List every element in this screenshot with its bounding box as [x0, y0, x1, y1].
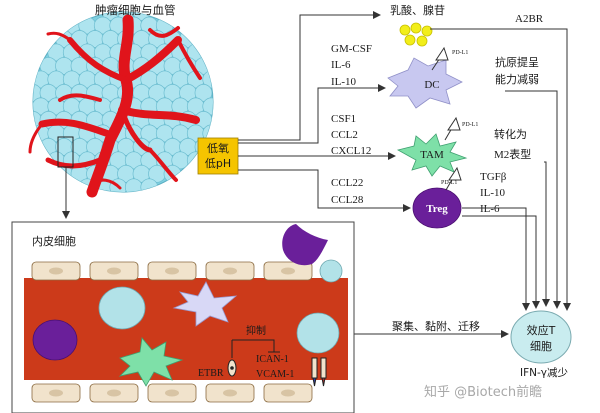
- endothelial-nucleus: [49, 389, 63, 397]
- treg-ligand: PD-L1: [441, 180, 457, 186]
- tumor-cell: [101, 12, 120, 21]
- tumor-cell: [140, 178, 159, 192]
- treg-extravasating: [282, 224, 328, 266]
- ifn-label: IFN-γ减少: [520, 367, 568, 379]
- tumor-spheroid: [28, 11, 214, 198]
- endothelial-nucleus: [107, 267, 121, 275]
- treg-effect-1: TGFβ: [480, 171, 507, 183]
- metabolite-cluster: [399, 22, 433, 47]
- tumor-cell: [194, 84, 213, 102]
- dc-ligand: PD-L1: [452, 50, 468, 56]
- tumor-label: 肿瘤细胞与血管: [95, 3, 176, 17]
- dc-pdl1-receptor: [431, 46, 449, 71]
- endothelial-nucleus: [223, 389, 237, 397]
- blood-vessels: [28, 14, 202, 198]
- endothelial-cells-top: [31, 261, 313, 281]
- dc-effect-1: 抗原提呈: [495, 55, 539, 69]
- hypoxia-line-2: 低pH: [205, 157, 231, 170]
- tam-pdl1-receptor: [444, 116, 461, 141]
- tam-signal-2: CCL2: [331, 129, 358, 141]
- effector-t-line-2: 细胞: [530, 340, 552, 353]
- endothelium-panel: 内皮细胞 抑制 ETBR ICAN-1 VCAM-1: [11, 221, 355, 413]
- tam-ligand: PD-L1: [462, 122, 478, 128]
- dc-effect-2: 能力减弱: [495, 72, 539, 86]
- effector-t-lines: [325, 28, 571, 338]
- endothelial-nucleus: [107, 389, 121, 397]
- endothelial-cells-bottom: [31, 383, 313, 403]
- endothelial-nucleus: [223, 267, 237, 275]
- tumor-cells: [33, 12, 213, 192]
- dc-signals: GM-CSF IL-6 IL-10: [331, 43, 372, 88]
- hypoxia-box: 低氧 低pH: [197, 137, 239, 175]
- tam-effect-2: M2表型: [494, 147, 531, 161]
- endothelial-nucleus: [165, 389, 179, 397]
- effector-t-line-1: 效应T: [527, 323, 556, 337]
- endothelium-label: 内皮细胞: [32, 234, 76, 248]
- endothelial-nucleus: [49, 267, 63, 275]
- treg-cell: Treg PD-L1: [412, 166, 462, 229]
- treg-effect-2: IL-10: [480, 187, 506, 199]
- hypoxia-line-1: 低氧: [207, 141, 229, 155]
- tumor-cell: [124, 178, 143, 192]
- tumor-cell-in-vessel: [98, 286, 146, 330]
- treg-effect-3: IL-6: [480, 203, 500, 215]
- watermark: 知乎 @Biotech前瞻: [424, 384, 542, 400]
- inhibition-line: [231, 339, 280, 358]
- dc-signal-1: GM-CSF: [331, 43, 372, 55]
- etbr-receptor: [227, 359, 237, 377]
- effector-t-cell: 效应T 细胞: [510, 310, 572, 364]
- metabolites-label: 乳酸、腺苷: [390, 3, 445, 17]
- migration-label: 聚集、黏附、迁移: [392, 319, 480, 333]
- t-cell-extravasating: [319, 259, 343, 283]
- endothelial-nucleus: [281, 389, 295, 397]
- treg-pdl1-receptor: [445, 166, 462, 191]
- dc-signal-2: IL-6: [331, 59, 351, 71]
- vcam-label: VCAM-1: [256, 369, 294, 380]
- tam-signal-1: CSF1: [331, 113, 356, 125]
- treg-signals: CCL22 CCL28: [331, 177, 364, 206]
- treg-signal-1: CCL22: [331, 177, 363, 189]
- tumor-cell: [132, 12, 151, 21]
- treg-name: Treg: [426, 203, 448, 215]
- dc-cell: DC PD-L1: [387, 46, 468, 109]
- tam-effect-1: 转化为: [494, 127, 527, 141]
- tam-cell: TAM PD-L1: [396, 116, 478, 177]
- etbr-label: ETBR: [198, 368, 224, 379]
- t-cell-in-vessel: [296, 312, 340, 354]
- tam-in-vessel: [118, 337, 184, 387]
- endothelial-nucleus: [281, 267, 295, 275]
- a2br-label: A2BR: [515, 13, 544, 25]
- tumor-cell: [202, 97, 213, 116]
- endothelial-nucleus: [165, 267, 179, 275]
- treg-signal-2: CCL28: [331, 194, 364, 206]
- icam-label: ICAN-1: [256, 354, 289, 365]
- tam-signal-3: CXCL12: [331, 145, 371, 157]
- adhesion-molecules: [311, 357, 327, 387]
- inhibit-label: 抑制: [246, 324, 266, 337]
- dc-name: DC: [424, 79, 439, 91]
- dc-in-vessel: [172, 281, 238, 327]
- tam-signals: CSF1 CCL2 CXCL12: [331, 113, 371, 157]
- tam-name: TAM: [420, 149, 444, 161]
- signal-lines: [238, 11, 411, 212]
- dc-signal-3: IL-10: [331, 76, 357, 88]
- treg-in-vessel: [32, 319, 78, 361]
